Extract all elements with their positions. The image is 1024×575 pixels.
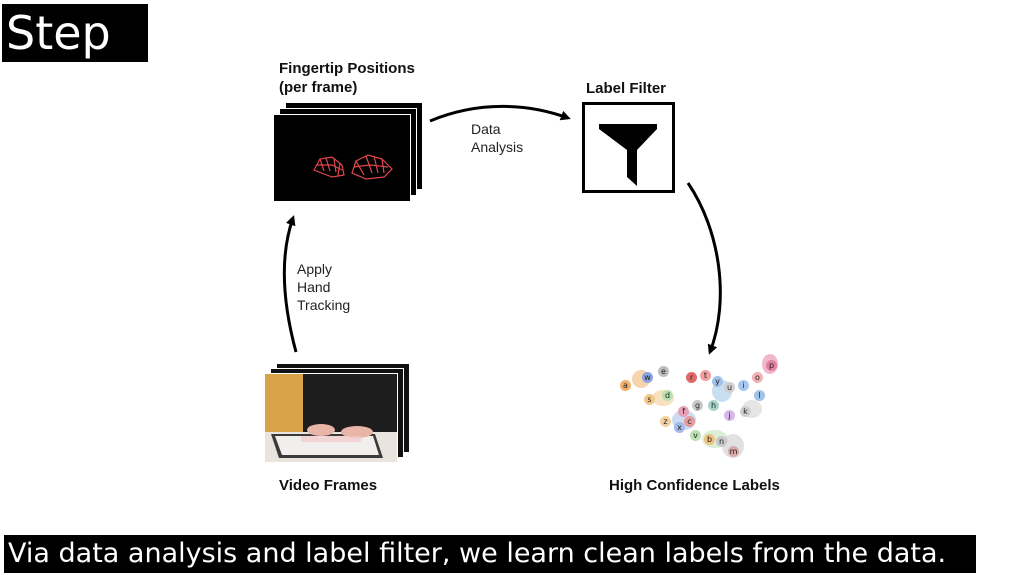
fingertip-frame-stack <box>273 102 425 204</box>
step-label: Step 1 <box>2 4 148 118</box>
cluster-letter-u: u <box>724 382 735 393</box>
hand-tracking-line3: Tracking <box>297 297 351 313</box>
cluster-letter-m: m <box>728 446 739 457</box>
video-frames-title: Video Frames <box>279 477 378 494</box>
cluster-letter-o: o <box>752 372 763 383</box>
arrow-data-analysis <box>429 104 571 123</box>
caption: Via data analysis and label filter, we l… <box>4 535 976 573</box>
cluster-letter-d: d <box>662 390 673 401</box>
cluster-letter-v: v <box>690 430 701 441</box>
fingertip-title-line2: (per frame) <box>279 79 358 96</box>
cluster-letter-b: b <box>704 434 715 445</box>
video-frame-image <box>265 374 397 462</box>
frame-front <box>273 114 411 202</box>
hand-tracking-label: Apply Hand Tracking <box>297 260 350 314</box>
data-analysis-line1: Data <box>471 121 501 137</box>
cluster-letter-y: y <box>712 376 723 387</box>
cluster-letter-e: e <box>658 366 669 377</box>
video-frame-stack <box>264 363 414 465</box>
data-analysis-label: Data Analysis <box>471 120 523 156</box>
cluster-letter-w: w <box>642 372 653 383</box>
cluster-letter-a: a <box>620 380 631 391</box>
cluster-letter-t: t <box>700 370 711 381</box>
high-confidence-labels-title: High Confidence Labels <box>609 477 780 494</box>
cluster-letter-z: z <box>660 416 671 427</box>
cluster-letter-c: c <box>684 416 695 427</box>
data-analysis-line2: Analysis <box>471 139 524 155</box>
fingertip-title-line1: Fingertip Positions <box>279 60 415 77</box>
cluster-letter-l: l <box>754 390 765 401</box>
label-filter-title: Label Filter <box>586 80 667 97</box>
video-frame-front <box>264 373 398 463</box>
arrow-to-labels <box>686 182 722 355</box>
cluster-letter-f: f <box>678 406 689 417</box>
cluster-letter-i: i <box>738 380 749 391</box>
cluster-letter-k: k <box>740 406 751 417</box>
hand-tracking-line1: Apply <box>297 261 333 277</box>
cluster-letter-p: p <box>766 360 777 371</box>
hand-skeleton-icon <box>313 154 393 180</box>
cluster-letter-h: h <box>708 400 719 411</box>
arrow-hand-tracking <box>282 215 298 353</box>
cluster-letter-n: n <box>716 436 727 447</box>
cluster-letter-s: s <box>644 394 655 405</box>
cluster-letter-r: r <box>686 372 697 383</box>
cluster-letter-j: j <box>724 410 735 421</box>
label-filter-box <box>582 102 675 193</box>
funnel-icon <box>599 124 657 186</box>
cluster-letter-x: x <box>674 422 685 433</box>
fingertip-positions-title: Fingertip Positions (per frame) <box>279 59 415 97</box>
cluster-letter-g: g <box>692 400 703 411</box>
hand-tracking-line2: Hand <box>297 279 331 295</box>
